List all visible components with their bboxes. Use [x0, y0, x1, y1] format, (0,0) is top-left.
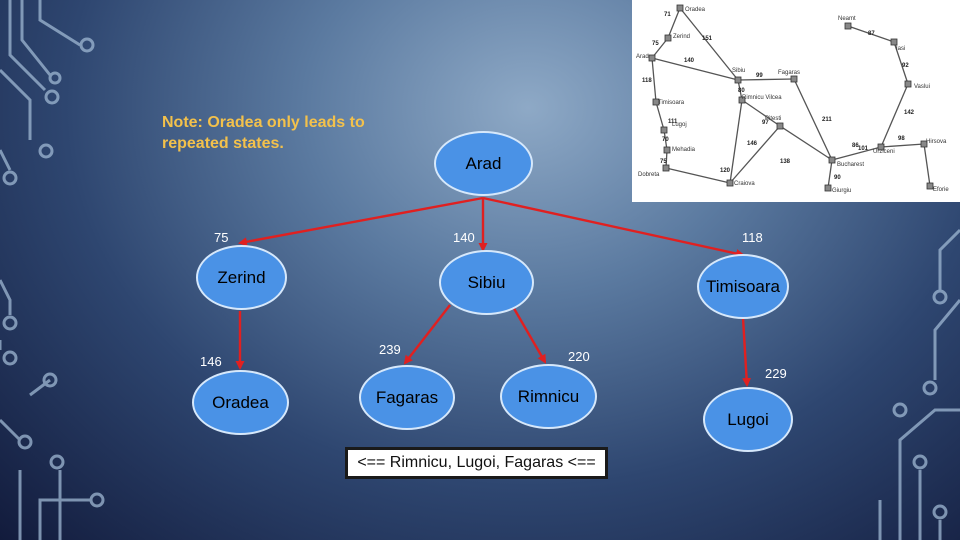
- map-distance: 142: [904, 110, 915, 116]
- map-distance: 80: [738, 88, 745, 94]
- node-rimnicu[interactable]: Rimnicu: [500, 364, 597, 429]
- map-city-vaslui: Vaslui: [914, 84, 930, 90]
- edge-arad-zerind: [238, 196, 484, 247]
- map-city-rimnicu-vilcea: Rimnicu Vilcea: [742, 95, 782, 101]
- map-distance: 75: [660, 159, 667, 165]
- map-distance: 87: [868, 31, 875, 37]
- map-distance: 138: [780, 159, 791, 165]
- edge-sibiu-rimnicu: [510, 304, 547, 364]
- map-distance: 98: [898, 136, 905, 142]
- map-city-arad: Arad: [636, 54, 649, 60]
- map-city-dobreta: Dobreta: [638, 172, 660, 178]
- node-fagaras[interactable]: Fagaras: [359, 365, 455, 430]
- map-city-mehadia: Mehadia: [672, 147, 696, 153]
- map-distance: 71: [664, 12, 671, 18]
- map-distance: 101: [858, 146, 869, 152]
- map-distance: 146: [747, 141, 758, 147]
- map-distance: 75: [652, 41, 659, 47]
- weight-arad-zerind: 75: [214, 230, 229, 245]
- map-city-pitesti: Pitesti: [765, 116, 781, 122]
- edge-arad-timisoara: [482, 196, 745, 258]
- node-oradea[interactable]: Oradea: [192, 370, 289, 435]
- weight-sibiu-rimnicu: 220: [568, 349, 590, 364]
- map-city-bucharest: Bucharest: [837, 162, 864, 168]
- map-city-oradea: Oradea: [685, 7, 706, 13]
- map-city-timisoara: Timisoara: [658, 100, 685, 106]
- map-city-zerind: Zerind: [673, 34, 690, 40]
- map-city-urziceni: Urziceni: [873, 149, 895, 155]
- map-distance: 92: [902, 63, 909, 69]
- weight-arad-sibiu: 140: [453, 230, 475, 245]
- map-city-hirsova: Hirsova: [926, 139, 947, 145]
- map-city-fagaras: Fagaras: [778, 70, 800, 76]
- map-distance: 99: [756, 73, 763, 79]
- map-city-craiova: Craiova: [734, 181, 755, 187]
- edge-timisoara-lugoi: [741, 317, 752, 387]
- map-distance: 211: [822, 117, 832, 123]
- map-distance: 120: [720, 168, 731, 174]
- node-timisoara[interactable]: Timisoara: [697, 254, 789, 319]
- weight-zerind-oradea: 146: [200, 354, 222, 369]
- map-distance: 90: [834, 175, 841, 181]
- map-city-lugoj: Lugoj: [672, 122, 687, 128]
- map-city-giurgiu: Giurgiu: [832, 188, 851, 194]
- map-distance: 70: [662, 137, 669, 143]
- node-zerind[interactable]: Zerind: [196, 245, 287, 310]
- map-distance: 97: [762, 120, 769, 126]
- node-sibiu[interactable]: Sibiu: [439, 250, 534, 315]
- note-text: Note: Oradea only leads to repeated stat…: [162, 114, 365, 152]
- map-distance: 151: [702, 36, 713, 42]
- weight-arad-timisoara: 118: [742, 230, 763, 245]
- romania-map: Oradea Neamt Zerind Iasi Arad Sibiu Faga…: [632, 0, 960, 202]
- node-arad[interactable]: Arad: [434, 131, 533, 196]
- romania-map-graph: Oradea Neamt Zerind Iasi Arad Sibiu Faga…: [636, 4, 949, 194]
- map-city-neamt: Neamt: [838, 16, 856, 22]
- map-distance: 118: [642, 78, 652, 84]
- map-city-iasi: Iasi: [896, 46, 905, 52]
- map-distance: 140: [684, 58, 695, 64]
- map-distance: 111: [668, 119, 678, 125]
- map-city-eforie: Eforie: [933, 187, 949, 193]
- node-lugoi[interactable]: Lugoi: [703, 387, 793, 452]
- map-distance: 86: [852, 143, 859, 149]
- frontier-queue: <== Rimnicu, Lugoi, Fagaras <==: [345, 447, 608, 479]
- edge-sibiu-fagaras: [403, 304, 451, 365]
- map-city-sibiu: Sibiu: [732, 68, 745, 74]
- weight-sibiu-fagaras: 239: [379, 342, 401, 357]
- weight-timisoara-lugoi: 229: [765, 366, 787, 381]
